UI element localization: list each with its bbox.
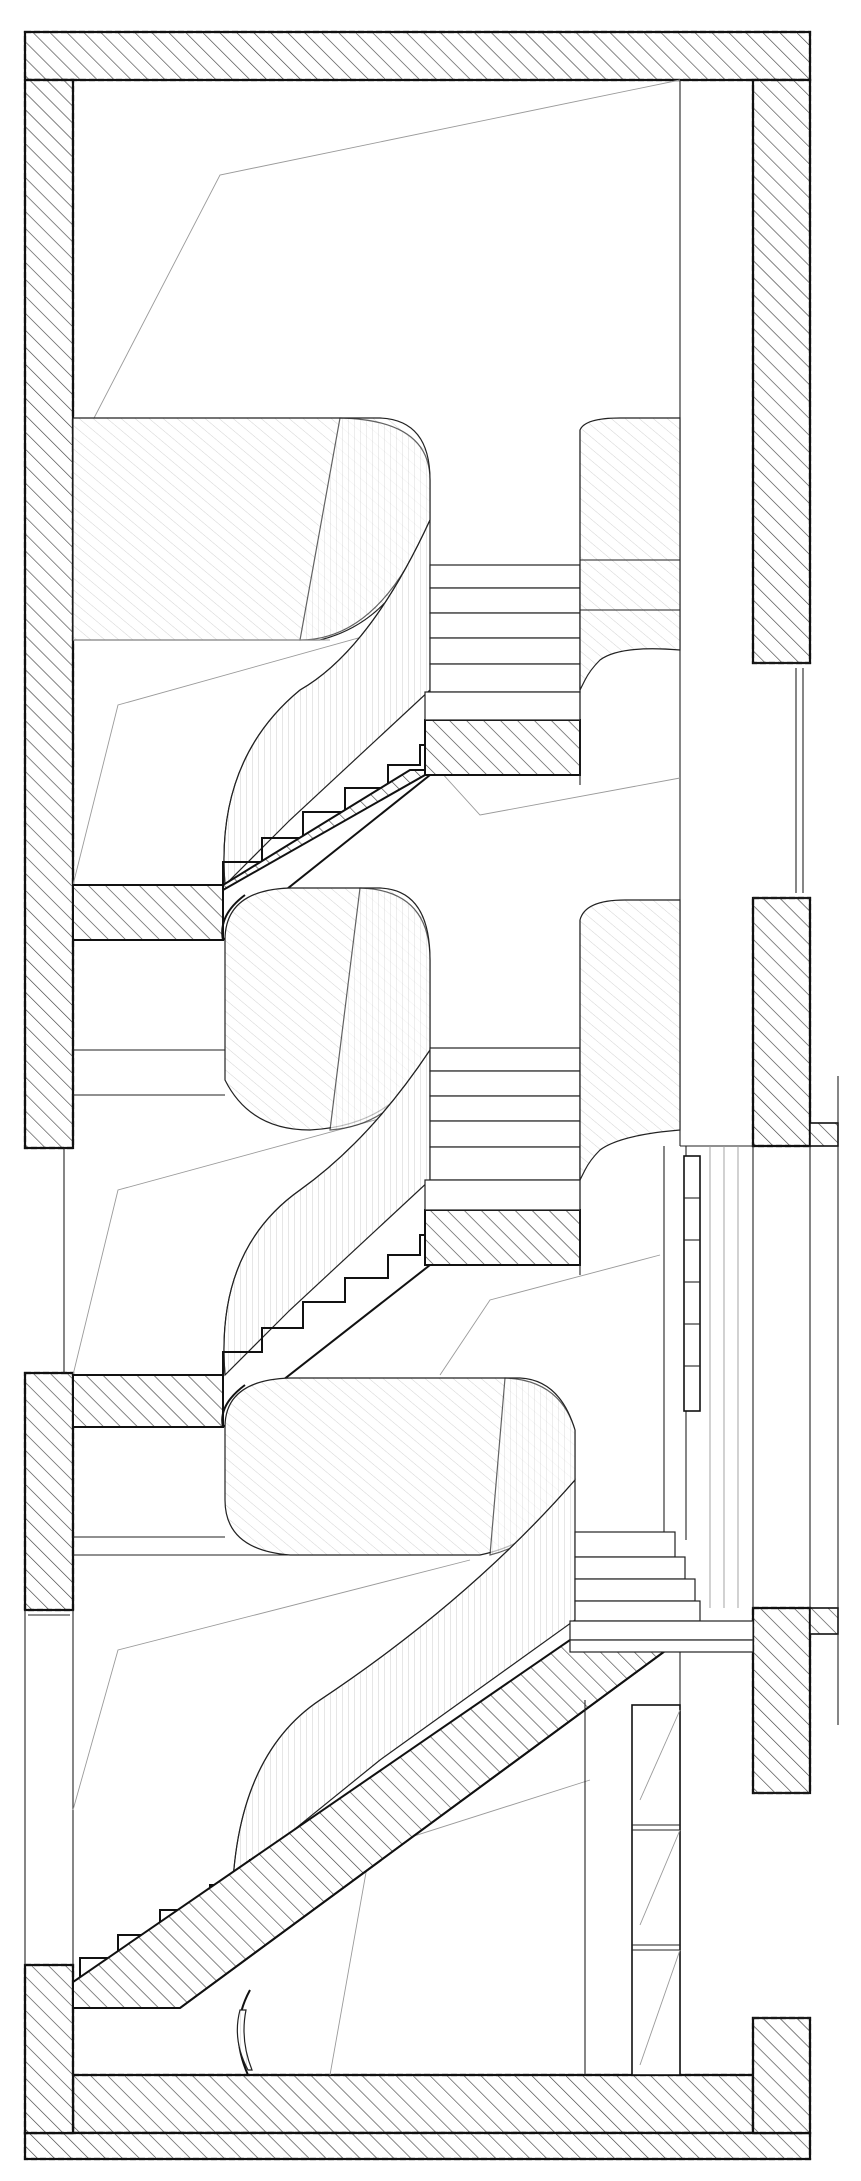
flight-2 <box>73 887 431 1428</box>
perspective-lines <box>72 79 681 2076</box>
left-window-opening <box>24 1148 74 1965</box>
ground-slab <box>23 2073 812 2161</box>
stair-support-curve <box>236 1989 253 2076</box>
handrail-curves-left <box>221 894 246 1428</box>
interior-shaft <box>663 80 753 1540</box>
left-wall <box>23 78 75 2135</box>
roof-slab <box>23 30 812 82</box>
flight-2-treads <box>424 1047 581 1211</box>
middle-right-column <box>579 899 681 1275</box>
floor-slab-third <box>72 884 224 941</box>
right-window-upper <box>753 662 810 899</box>
flight-3 <box>72 1377 684 2009</box>
floor-slab-second <box>72 1374 224 1428</box>
flight-1 <box>72 417 431 941</box>
right-window-lower <box>753 1792 810 2019</box>
bookshelf-lower <box>631 1704 681 2076</box>
upper-right-column <box>579 417 681 785</box>
right-wall <box>751 78 812 2135</box>
bookshelf-upper <box>683 1146 739 1608</box>
landing-upper <box>424 719 581 776</box>
flight-3-treads <box>569 1531 754 1653</box>
flight-1-treads <box>424 564 581 721</box>
landing-middle <box>424 1209 581 1266</box>
right-balcony-opening <box>752 1076 839 1725</box>
